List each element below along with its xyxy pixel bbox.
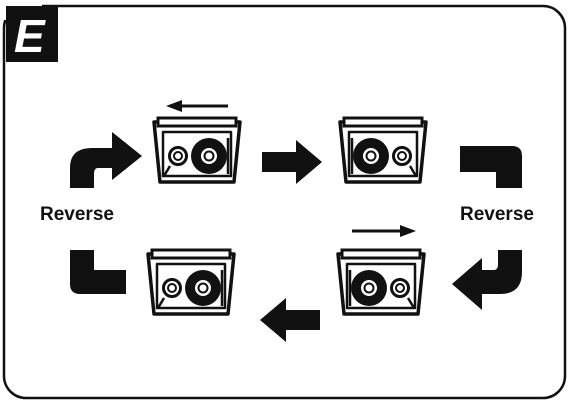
direction-arrow-left-icon: [166, 100, 228, 112]
cassette-top-right: [338, 116, 428, 184]
cassette-top-left: [152, 116, 242, 184]
curved-arrow-right-down-icon: [452, 250, 522, 310]
cassette-bottom-right: [336, 248, 426, 316]
panel-letter-badge: E: [6, 6, 58, 62]
reverse-label-left: Reverse: [40, 204, 114, 225]
reverse-label-right: Reverse: [460, 204, 534, 225]
corner-arrow-right-top-icon: [460, 146, 522, 188]
corner-arrow-left-bottom-icon: [70, 250, 126, 294]
panel-letter: E: [14, 10, 46, 62]
curved-arrow-left-up-icon: [70, 132, 142, 188]
direction-arrow-right-icon: [352, 225, 416, 237]
cassette-bottom-left: [146, 248, 236, 316]
